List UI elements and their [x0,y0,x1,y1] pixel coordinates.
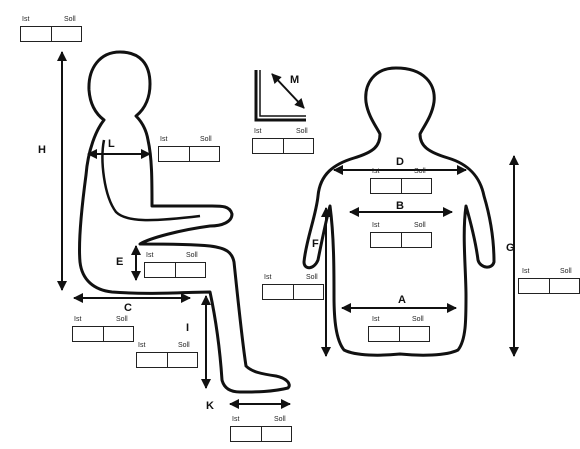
field-G-soll-label: Soll [560,268,572,276]
letter-D: D [396,156,404,168]
letter-I: I [186,322,189,334]
field-I-soll-label: Soll [178,342,190,350]
field-K-soll-label: Soll [274,416,286,424]
field-E-ist-label: Ist [146,252,153,260]
field-H-ist-label: Ist [22,16,29,24]
letter-H: H [38,144,46,156]
letter-L: L [108,138,115,150]
field-H-input[interactable] [20,26,82,42]
field-A-ist-label: Ist [372,316,379,324]
letter-E: E [116,256,123,268]
field-L-ist-label: Ist [160,136,167,144]
field-B-soll-label: Soll [414,222,426,230]
field-M-input[interactable] [252,138,314,154]
letter-K: K [206,400,214,412]
field-C-input[interactable] [72,326,134,342]
field-G-input[interactable] [518,278,580,294]
field-F-ist-label: Ist [264,274,271,282]
field-G-ist-label: Ist [522,268,529,276]
letter-F: F [312,238,319,250]
field-B-ist-label: Ist [372,222,379,230]
field-D-ist-label: Ist [372,168,379,176]
field-L-input[interactable] [158,146,220,162]
field-H-soll-label: Soll [64,16,76,24]
field-K-ist-label: Ist [232,416,239,424]
letter-B: B [396,200,404,212]
field-I-input[interactable] [136,352,198,368]
letter-A: A [398,294,406,306]
letter-C: C [124,302,132,314]
field-F-soll-label: Soll [306,274,318,282]
field-K-input[interactable] [230,426,292,442]
letter-M: M [290,74,299,86]
field-B-input[interactable] [370,232,432,248]
field-L-soll-label: Soll [200,136,212,144]
field-E-soll-label: Soll [186,252,198,260]
field-E-input[interactable] [144,262,206,278]
field-D-soll-label: Soll [414,168,426,176]
field-I-ist-label: Ist [138,342,145,350]
field-C-ist-label: Ist [74,316,81,324]
field-A-soll-label: Soll [412,316,424,324]
field-D-input[interactable] [370,178,432,194]
field-F-input[interactable] [262,284,324,300]
field-M-ist-label: Ist [254,128,261,136]
field-C-soll-label: Soll [116,316,128,324]
field-M-soll-label: Soll [296,128,308,136]
letter-G: G [506,242,515,254]
field-A-input[interactable] [368,326,430,342]
